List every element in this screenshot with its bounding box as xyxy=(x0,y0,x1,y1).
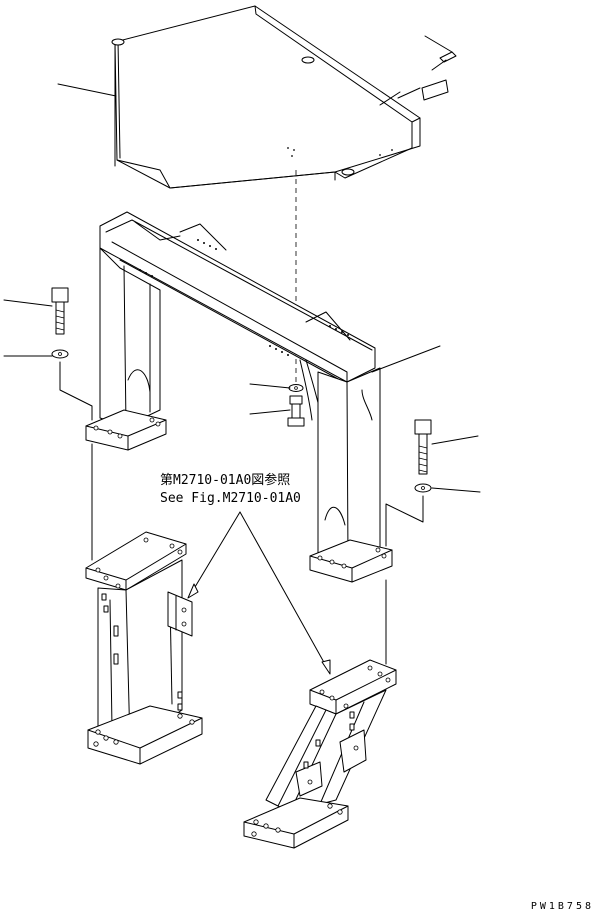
leader-bolt-center xyxy=(249,409,291,415)
decal-plate xyxy=(397,79,449,101)
leader-bolt-right xyxy=(431,435,479,445)
reference-note-jp: 第M2710-01A0図参照 xyxy=(160,472,290,488)
reference-arrowhead-right xyxy=(321,659,331,675)
leader-bolt-left xyxy=(3,299,53,307)
lower-right-pedestal xyxy=(243,659,397,849)
connection-washer-left xyxy=(59,361,93,421)
bolt-left xyxy=(51,287,69,335)
bolt-center xyxy=(287,395,305,427)
connection-washer-right xyxy=(385,495,424,547)
leader-cover xyxy=(57,83,117,97)
leader-washer-right xyxy=(431,487,481,493)
leader-washer-center xyxy=(249,383,291,389)
upper-frame xyxy=(85,211,393,583)
cover-bolt xyxy=(424,35,457,71)
top-cover xyxy=(111,5,421,189)
leader-upper-frame xyxy=(371,345,441,373)
lower-left-pedestal xyxy=(85,531,203,765)
reference-arrow-left xyxy=(191,511,241,593)
reference-arrowhead-left xyxy=(187,583,199,599)
bolt-right xyxy=(414,419,432,475)
figure-code: PW1B758 xyxy=(531,901,594,912)
reference-note-en: See Fig.M2710-01A0 xyxy=(160,491,301,506)
reference-arrow-right xyxy=(239,511,327,667)
beam-holes xyxy=(139,239,349,356)
leader-cover-label xyxy=(379,91,401,106)
